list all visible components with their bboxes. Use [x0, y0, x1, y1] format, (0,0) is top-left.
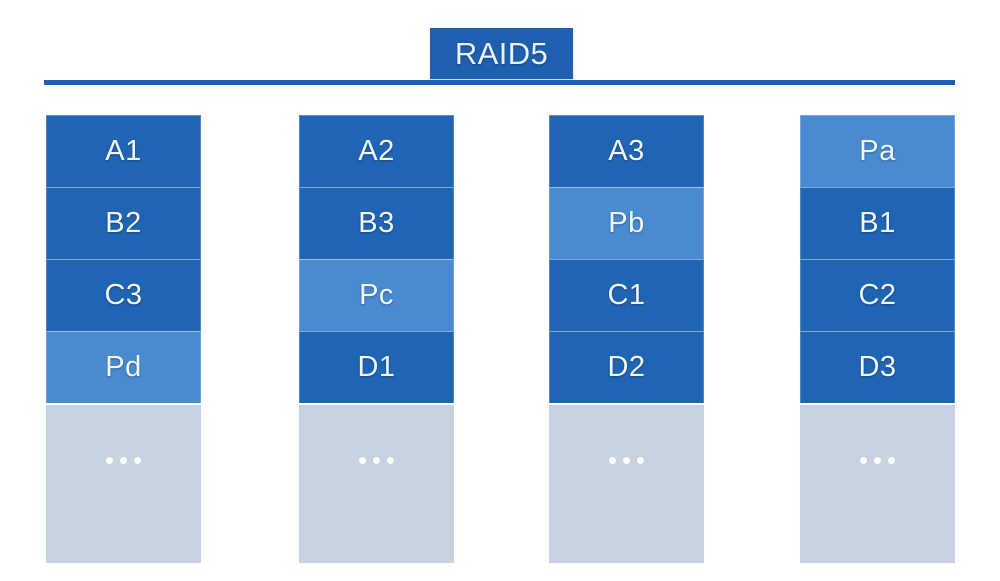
disk-continuation-block	[800, 403, 955, 563]
header-divider	[44, 80, 955, 85]
block-label: C2	[858, 279, 897, 311]
ellipsis-icon	[609, 457, 644, 464]
block-label: C3	[104, 279, 143, 311]
data-block-D1[interactable]: D1	[299, 331, 454, 403]
data-block-A1[interactable]: A1	[46, 115, 201, 187]
block-label: Pd	[105, 351, 142, 383]
parity-block-Pc[interactable]: Pc	[299, 259, 454, 331]
data-block-B3[interactable]: B3	[299, 187, 454, 259]
block-label: D2	[607, 351, 646, 383]
block-label: B1	[859, 207, 896, 239]
data-block-B2[interactable]: B2	[46, 187, 201, 259]
diagram-title-bar: RAID5	[430, 28, 573, 79]
data-block-C1[interactable]: C1	[549, 259, 704, 331]
block-label: B3	[358, 207, 395, 239]
block-label: A3	[608, 135, 645, 167]
disk-continuation-block	[299, 403, 454, 563]
data-block-A2[interactable]: A2	[299, 115, 454, 187]
data-block-B1[interactable]: B1	[800, 187, 955, 259]
data-block-C2[interactable]: C2	[800, 259, 955, 331]
ellipsis-icon	[359, 457, 394, 464]
data-block-D2[interactable]: D2	[549, 331, 704, 403]
block-label: A1	[105, 135, 142, 167]
block-label: C1	[607, 279, 646, 311]
data-block-C3[interactable]: C3	[46, 259, 201, 331]
block-label: D3	[858, 351, 897, 383]
parity-block-Pd[interactable]: Pd	[46, 331, 201, 403]
parity-block-Pa[interactable]: Pa	[800, 115, 955, 187]
disk-continuation-block	[549, 403, 704, 563]
block-label: Pb	[608, 207, 645, 239]
ellipsis-icon	[106, 457, 141, 464]
block-label: A2	[358, 135, 395, 167]
block-label: Pa	[859, 135, 896, 167]
parity-block-Pb[interactable]: Pb	[549, 187, 704, 259]
data-block-D3[interactable]: D3	[800, 331, 955, 403]
block-label: Pc	[359, 279, 394, 311]
block-label: B2	[105, 207, 142, 239]
ellipsis-icon	[860, 457, 895, 464]
disk-continuation-block	[46, 403, 201, 563]
data-block-A3[interactable]: A3	[549, 115, 704, 187]
page-title: RAID5	[454, 36, 549, 71]
block-label: D1	[357, 351, 396, 383]
